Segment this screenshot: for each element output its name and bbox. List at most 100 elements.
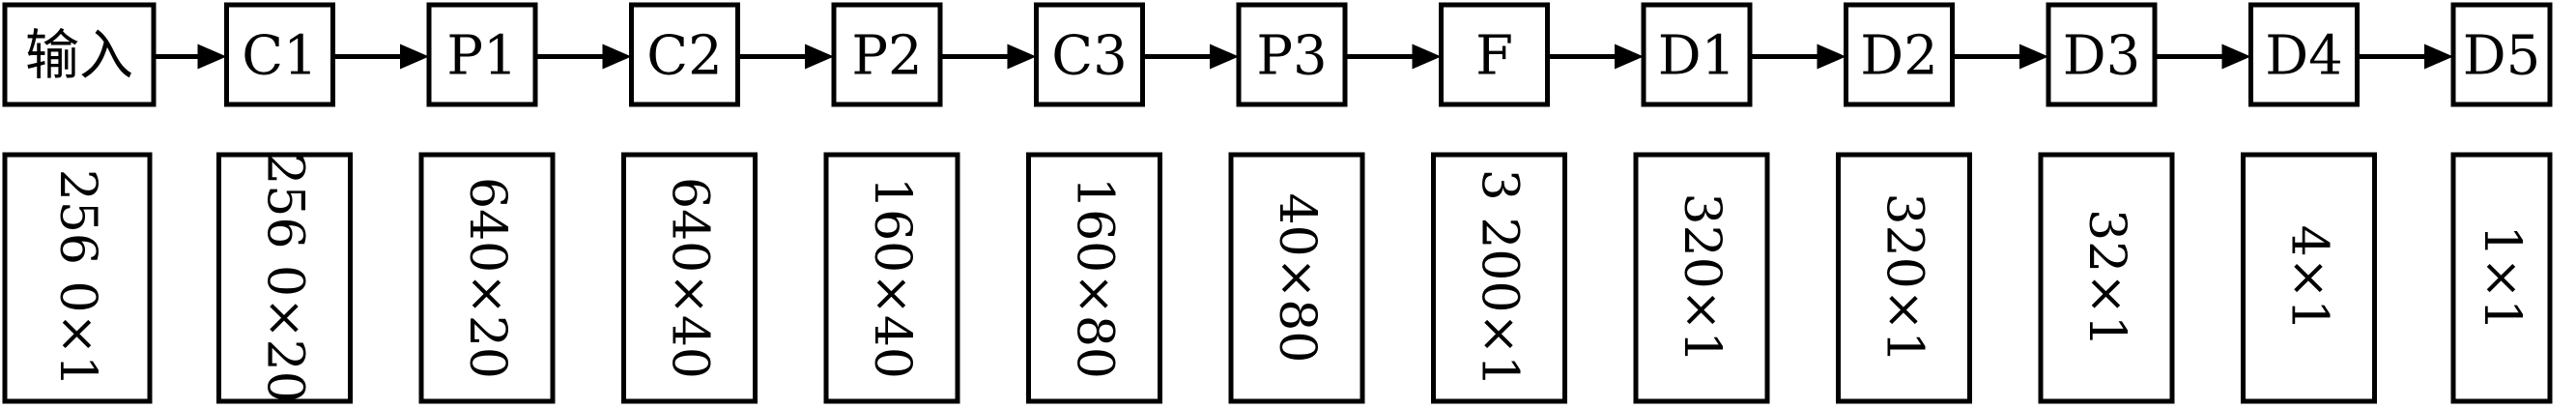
layer-name-label: C3 bbox=[1051, 25, 1127, 88]
layer-shape-p2: 160×40 bbox=[823, 152, 960, 404]
layer-node-box bbox=[224, 2, 335, 107]
layer-shape-c2: 640×40 bbox=[621, 152, 758, 404]
layer-node-c3: C3 bbox=[1034, 2, 1145, 107]
flow-arrow-head bbox=[197, 44, 227, 70]
layer-shape-label: 160×80 bbox=[1066, 177, 1124, 379]
layer-node-input: 输入 bbox=[2, 2, 157, 107]
layer-shape-box bbox=[1836, 152, 1972, 404]
layer-name-label: D5 bbox=[2463, 25, 2541, 88]
flow-arrow bbox=[1750, 44, 1846, 70]
layer-name-label: D4 bbox=[2265, 25, 2343, 88]
layer-node-box bbox=[2248, 2, 2360, 107]
layer-shape-c3: 160×80 bbox=[1026, 152, 1162, 404]
layer-shape-box bbox=[1633, 152, 1770, 404]
layer-node-box bbox=[1844, 2, 1955, 107]
flow-arrow bbox=[737, 44, 834, 70]
layer-node-p3: P3 bbox=[1236, 2, 1348, 107]
layer-shape-p1: 640×20 bbox=[418, 152, 556, 404]
flow-arrow-head bbox=[602, 44, 632, 70]
layer-name-label: C2 bbox=[646, 25, 722, 88]
layer-node-box bbox=[629, 2, 740, 107]
layer-node-p1: P1 bbox=[426, 2, 538, 107]
layer-node-box bbox=[1641, 2, 1753, 107]
layer-shape-f: 3 200×1 bbox=[1431, 152, 1567, 404]
layer-shape-box bbox=[1431, 152, 1567, 404]
layer-shape-box bbox=[418, 152, 556, 404]
layer-dimension-row: 256 0×1 256 0×20 640×20 640×40 160×40 160×80 4… bbox=[2, 152, 2553, 404]
layer-shape-label: 3 200×1 bbox=[1471, 169, 1529, 388]
layer-shape-d5: 1×1 bbox=[2450, 152, 2553, 404]
layer-shape-box bbox=[2, 152, 153, 404]
layer-shape-label: 1×1 bbox=[2473, 225, 2531, 332]
flow-arrow-head bbox=[2019, 44, 2048, 70]
flow-arrow bbox=[940, 44, 1037, 70]
layer-shape-label: 40×80 bbox=[1268, 193, 1326, 364]
flow-arrow bbox=[332, 44, 429, 70]
layer-node-c2: C2 bbox=[629, 2, 740, 107]
flow-arrow bbox=[2357, 44, 2453, 70]
layer-shape-box bbox=[621, 152, 758, 404]
layer-shape-d3: 32×1 bbox=[2038, 152, 2175, 404]
layer-name-label: C1 bbox=[242, 25, 317, 88]
layer-node-f: F bbox=[1439, 2, 1550, 107]
flow-arrow-head bbox=[1615, 44, 1644, 70]
flow-arrow bbox=[535, 44, 632, 70]
layer-shape-p3: 40×80 bbox=[1228, 152, 1365, 404]
flow-arrow-head bbox=[1007, 44, 1037, 70]
layer-name-label: F bbox=[1475, 25, 1513, 88]
layer-name-label: 输入 bbox=[25, 25, 133, 88]
layer-node-d2: D2 bbox=[1844, 2, 1955, 107]
flow-arrow bbox=[154, 44, 227, 70]
flow-arrow-head bbox=[1210, 44, 1239, 70]
layer-shape-label: 160×40 bbox=[863, 177, 921, 379]
layer-shape-label: 320×1 bbox=[1875, 193, 1933, 364]
layer-node-box bbox=[426, 2, 538, 107]
flow-arrow bbox=[1952, 44, 2048, 70]
layer-shape-label: 256 0×1 bbox=[48, 169, 106, 388]
flow-arrow-head bbox=[2221, 44, 2251, 70]
layer-shape-box bbox=[1026, 152, 1162, 404]
flow-arrow-head bbox=[400, 44, 429, 70]
layer-shape-box bbox=[2241, 152, 2377, 404]
layer-node-box bbox=[2450, 2, 2553, 107]
flow-arrow-head bbox=[1817, 44, 1846, 70]
layer-shape-d1: 320×1 bbox=[1633, 152, 1770, 404]
layer-node-box bbox=[2, 2, 157, 107]
layer-name-label: D1 bbox=[1658, 25, 1736, 88]
layer-name-label: P2 bbox=[851, 25, 922, 88]
layer-shape-label: 32×1 bbox=[2077, 209, 2135, 347]
layer-shape-label: 640×40 bbox=[661, 177, 719, 379]
flow-arrow bbox=[2155, 44, 2251, 70]
layer-shape-d2: 320×1 bbox=[1836, 152, 1972, 404]
layer-shape-label: 256 0×20 bbox=[256, 153, 314, 403]
layer-node-d4: D4 bbox=[2248, 2, 2360, 107]
layer-name-label: D2 bbox=[1860, 25, 1938, 88]
layer-node-d1: D1 bbox=[1641, 2, 1753, 107]
layer-shape-box bbox=[216, 152, 353, 404]
layer-node-p2: P2 bbox=[831, 2, 943, 107]
layer-node-box bbox=[2046, 2, 2158, 107]
layer-shape-box bbox=[1228, 152, 1365, 404]
layer-node-d3: D3 bbox=[2046, 2, 2158, 107]
layer-node-d5: D5 bbox=[2450, 2, 2553, 107]
layer-name-label: P3 bbox=[1256, 25, 1327, 88]
layer-shape-box bbox=[823, 152, 960, 404]
flow-arrow-head bbox=[1412, 44, 1442, 70]
layer-shape-label: 4×1 bbox=[2280, 225, 2338, 332]
layer-shape-c1: 256 0×20 bbox=[216, 152, 353, 404]
layer-node-c1: C1 bbox=[224, 2, 335, 107]
flow-arrow bbox=[1547, 44, 1644, 70]
layer-name-label: P1 bbox=[446, 25, 517, 88]
layer-shape-label: 320×1 bbox=[1673, 193, 1731, 364]
flow-arrow-head bbox=[2424, 44, 2453, 70]
layer-name-label: D3 bbox=[2063, 25, 2141, 88]
layer-flow-row: 输入 C1 P1 C2 P2 C3 P3 F D1 D2 D3 D4 D5 bbox=[2, 2, 2553, 107]
layer-shape-box bbox=[2038, 152, 2175, 404]
layer-shape-box bbox=[2450, 152, 2553, 404]
flow-arrow-head bbox=[805, 44, 834, 70]
layer-shape-input: 256 0×1 bbox=[2, 152, 153, 404]
flow-arrow bbox=[1345, 44, 1442, 70]
layer-shape-d4: 4×1 bbox=[2241, 152, 2377, 404]
flow-arrow bbox=[1142, 44, 1239, 70]
